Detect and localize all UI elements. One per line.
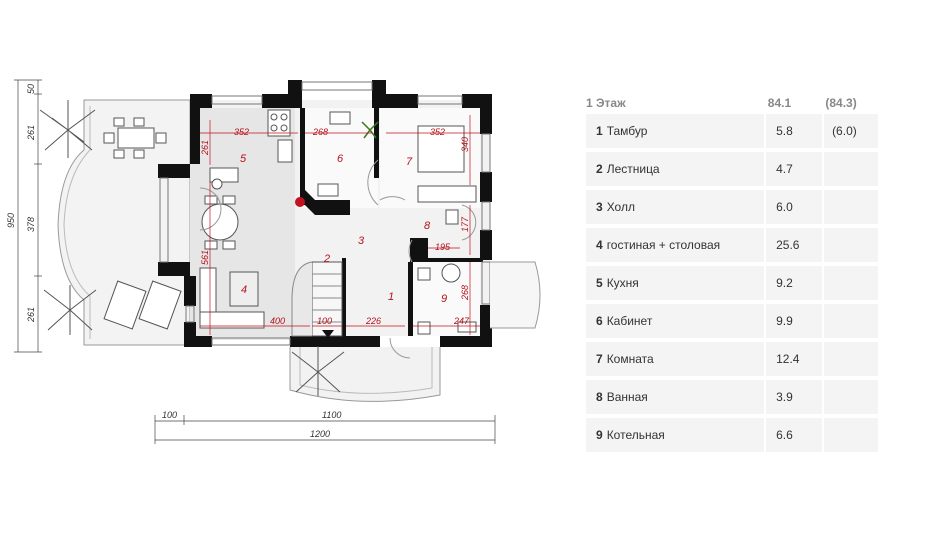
room-area-alt bbox=[824, 152, 878, 186]
dim-bottom-100: 100 bbox=[162, 410, 177, 420]
bottom-dimension-chain bbox=[154, 415, 496, 444]
room-area: 9.9 bbox=[766, 304, 823, 338]
room-number-3: 3 bbox=[358, 235, 365, 247]
room-name: Комната bbox=[606, 352, 654, 366]
room-number-9: 9 bbox=[441, 293, 447, 305]
room-area: 6.0 bbox=[766, 190, 823, 224]
room-number-5: 5 bbox=[240, 153, 247, 165]
dim-352-b: 352 bbox=[430, 127, 445, 137]
room-area-alt bbox=[824, 190, 878, 224]
room-area: 9.2 bbox=[766, 266, 823, 300]
floor-plan: 352 268 352 261 340 561 177 195 268 400 … bbox=[6, 79, 541, 444]
dim-left-261-bottom: 261 bbox=[26, 307, 36, 323]
room-number: 3 bbox=[596, 200, 603, 214]
dim-261: 261 bbox=[200, 140, 210, 156]
room-name: Тамбур bbox=[606, 124, 648, 138]
room-number: 7 bbox=[596, 352, 603, 366]
room-area: 4.7 bbox=[766, 152, 823, 186]
room-number-8: 8 bbox=[424, 220, 431, 232]
dimension-lines bbox=[200, 115, 480, 335]
room-area: 3.9 bbox=[766, 380, 823, 414]
room-name: Кухня bbox=[606, 276, 639, 290]
dim-left-950: 950 bbox=[6, 213, 16, 228]
dim-268: 268 bbox=[312, 127, 328, 137]
floor-title: 1 Этаж bbox=[586, 96, 626, 110]
room-name: гостиная + столовая bbox=[606, 238, 721, 252]
room-area: 5.8 bbox=[766, 114, 823, 148]
dim-226: 226 bbox=[365, 316, 381, 326]
dim-100: 100 bbox=[317, 316, 332, 326]
room-name: Котельная bbox=[606, 428, 665, 442]
room-name: Лестница bbox=[606, 162, 660, 176]
room-number: 6 bbox=[596, 314, 603, 328]
room-area-alt bbox=[824, 342, 878, 376]
room-area: 12.4 bbox=[766, 342, 823, 376]
walls bbox=[158, 80, 492, 347]
dim-400: 400 bbox=[270, 316, 285, 326]
furniture bbox=[103, 109, 477, 337]
room-area-alt bbox=[824, 304, 878, 338]
dim-247: 247 bbox=[453, 316, 470, 326]
room-number: 1 bbox=[596, 124, 603, 138]
room-area-alt bbox=[824, 228, 878, 262]
dim-340: 340 bbox=[460, 137, 470, 152]
dim-left-50: 50 bbox=[26, 84, 36, 94]
room-number-6: 6 bbox=[337, 153, 344, 165]
dim-left-261-top: 261 bbox=[26, 125, 36, 141]
doors bbox=[199, 159, 477, 359]
left-dimension-chain bbox=[14, 79, 42, 353]
room-number: 5 bbox=[596, 276, 603, 290]
room-area-alt: (6.0) bbox=[824, 114, 878, 148]
room-number-7: 7 bbox=[406, 156, 413, 168]
room-number-2: 2 bbox=[323, 253, 330, 265]
table-header: 1 Этаж 84.1 (84.3) bbox=[586, 94, 880, 112]
floor-area: 84.1 bbox=[767, 96, 792, 110]
room-area: 25.6 bbox=[766, 228, 823, 262]
room-name: Холл bbox=[606, 200, 635, 214]
room-number: 9 bbox=[596, 428, 603, 442]
room-number: 4 bbox=[596, 238, 603, 252]
room-number-1: 1 bbox=[388, 291, 394, 303]
room-area-alt bbox=[824, 380, 878, 414]
room-area-alt bbox=[824, 418, 878, 452]
room-area-alt bbox=[824, 266, 878, 300]
entrance-porch bbox=[289, 347, 441, 402]
dim-bottom-1100: 1100 bbox=[322, 410, 341, 420]
room-area: 6.6 bbox=[766, 418, 823, 452]
dim-561: 561 bbox=[200, 250, 210, 265]
dim-left-378: 378 bbox=[26, 217, 36, 232]
room-name: Кабинет bbox=[606, 314, 653, 328]
room-number: 8 bbox=[596, 390, 603, 404]
floor-area-alt: (84.3) bbox=[825, 96, 857, 110]
windows bbox=[159, 81, 491, 346]
dim-195: 195 bbox=[435, 242, 451, 252]
dim-352-a: 352 bbox=[234, 127, 249, 137]
room-name: Ванная bbox=[606, 390, 648, 404]
room-number-4: 4 bbox=[241, 284, 247, 296]
dim-bottom-1200: 1200 bbox=[310, 429, 330, 439]
dim-177: 177 bbox=[460, 216, 470, 232]
dim-268-b: 268 bbox=[460, 285, 470, 301]
room-number: 2 bbox=[596, 162, 603, 176]
